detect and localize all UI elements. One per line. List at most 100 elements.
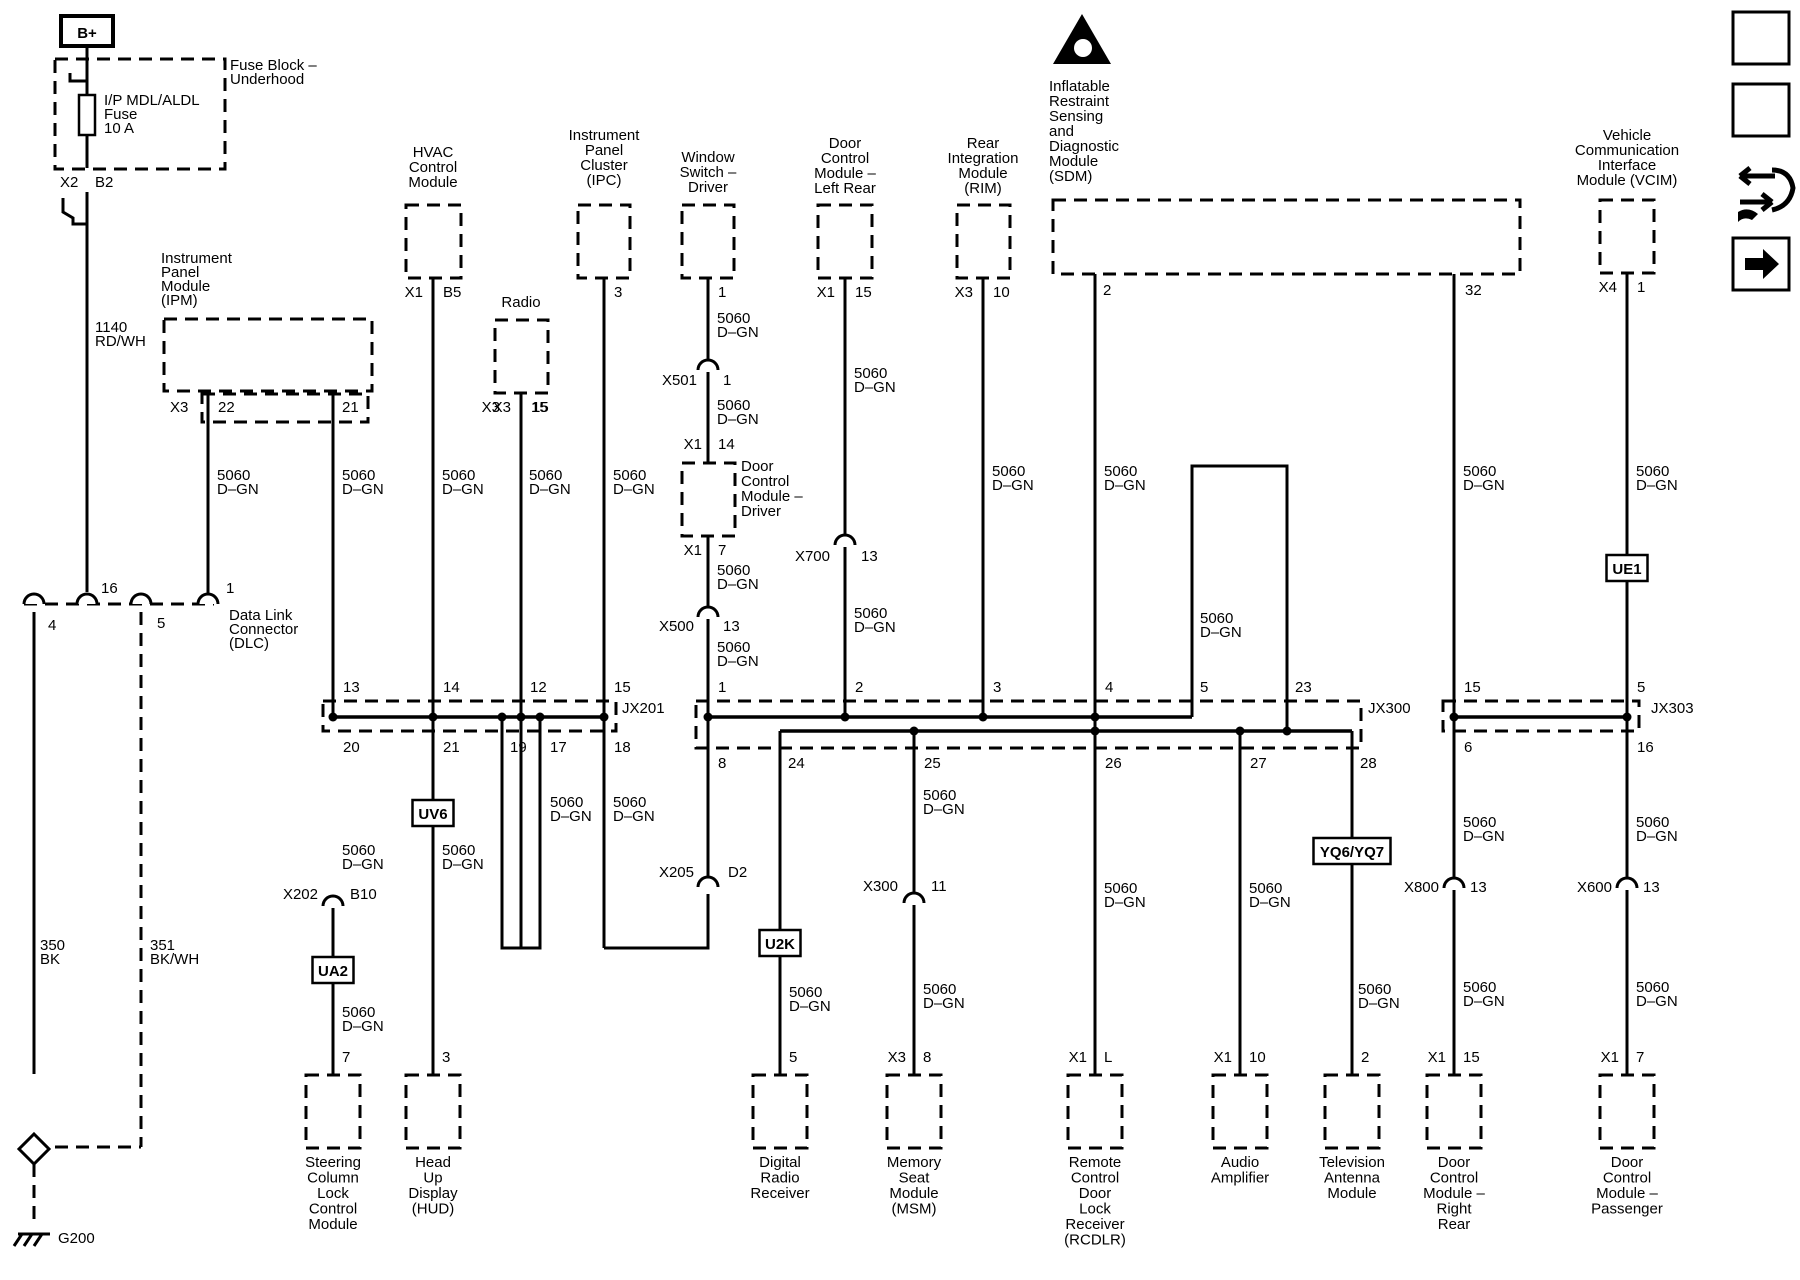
- pin-number: 32: [1465, 282, 1482, 299]
- jx201-outline: [321, 699, 618, 733]
- pin-number: 15: [614, 679, 631, 696]
- pin-number: B2: [95, 174, 113, 191]
- option-label: YQ6/YQ7: [1320, 844, 1384, 861]
- dlc-terminal: [196, 592, 220, 605]
- pin-number: 16: [1637, 739, 1654, 756]
- pin-number: 3: [993, 679, 1001, 696]
- x600-connector: [1615, 876, 1639, 889]
- pin-number: 1: [718, 679, 726, 696]
- pin-number: 15: [1463, 1049, 1480, 1066]
- pin-number: 3: [614, 284, 622, 301]
- pin-number: 10: [993, 284, 1010, 301]
- option-label: UE1: [1612, 561, 1641, 578]
- option-label: UV6: [418, 806, 447, 823]
- connector-id: X501: [662, 372, 697, 389]
- ground-hatch: [32, 1233, 44, 1247]
- ipm-outline: [162, 317, 374, 393]
- jx303-outline: [1441, 699, 1641, 733]
- connector-id: X1: [684, 542, 702, 559]
- pin-number: 28: [1360, 755, 1377, 772]
- pin-number: 8: [718, 755, 726, 772]
- splice-dot: [1090, 712, 1100, 722]
- airbag-warning-icon: [1053, 14, 1111, 64]
- pin-number: 10: [1249, 1049, 1266, 1066]
- pin-number: 26: [1105, 755, 1122, 772]
- pin-number: 8: [923, 1049, 931, 1066]
- pin-number: 15: [1464, 679, 1481, 696]
- splice-pack-label: JX201: [622, 700, 665, 717]
- next-arrow-shape: [1745, 249, 1779, 279]
- connector-info-icon[interactable]: [1738, 166, 1796, 213]
- pin-number: 22: [218, 399, 235, 416]
- splice-dot: [1622, 712, 1632, 722]
- connector-id: X300: [863, 878, 898, 895]
- dcmlr-outline: [816, 203, 874, 280]
- next-arrow-icon[interactable]: [1731, 236, 1791, 292]
- connector-id: X205: [659, 864, 694, 881]
- pin-number: 16: [101, 580, 118, 597]
- pin-number: 23: [1295, 679, 1312, 696]
- connector-id: X500: [659, 618, 694, 635]
- connector-id: X1: [405, 284, 423, 301]
- sdm-outline: [1051, 198, 1522, 276]
- rim-outline: [955, 203, 1012, 280]
- dlc-terminal: [22, 592, 46, 605]
- connector-id: X3: [955, 284, 973, 301]
- side-icons[interactable]: [1731, 10, 1796, 292]
- ground-label: G200: [58, 1230, 95, 1247]
- wires: [12, 46, 1629, 1247]
- connector-id: X1: [1214, 1049, 1232, 1066]
- splice-dot: [328, 712, 338, 722]
- desc-icon[interactable]: [1731, 82, 1791, 138]
- pin-number: 1: [718, 284, 726, 301]
- fuse-block-outline: [53, 57, 227, 171]
- radio-outline: [493, 318, 550, 395]
- connector-id: X202: [283, 886, 318, 903]
- connector-id: X600: [1577, 879, 1612, 896]
- splice-dot: [497, 712, 507, 722]
- option-label: U2K: [765, 936, 795, 953]
- pin-number: 25: [924, 755, 941, 772]
- loc-icon[interactable]: [1731, 10, 1791, 66]
- ipc-outline: [576, 203, 632, 280]
- connector-id: X3: [482, 399, 500, 416]
- connector-id: X1: [1428, 1049, 1446, 1066]
- bottom-module-outline: [1211, 1073, 1269, 1150]
- pin-number: 11: [931, 878, 947, 895]
- jx300-outline: [694, 699, 1363, 750]
- option-u2k: [758, 928, 802, 958]
- splice-dot: [1449, 712, 1459, 722]
- dlc-terminal: [75, 592, 99, 605]
- ground-hatch: [22, 1233, 34, 1247]
- pin-number: B5: [443, 284, 461, 301]
- bottom-module-outline: [1425, 1073, 1483, 1150]
- x501-connector: [696, 358, 720, 371]
- connector-id: X1: [1069, 1049, 1087, 1066]
- bottom-module-outline: [1323, 1073, 1381, 1150]
- dlc-terminal: [129, 592, 153, 605]
- pin-number: 13: [861, 548, 878, 565]
